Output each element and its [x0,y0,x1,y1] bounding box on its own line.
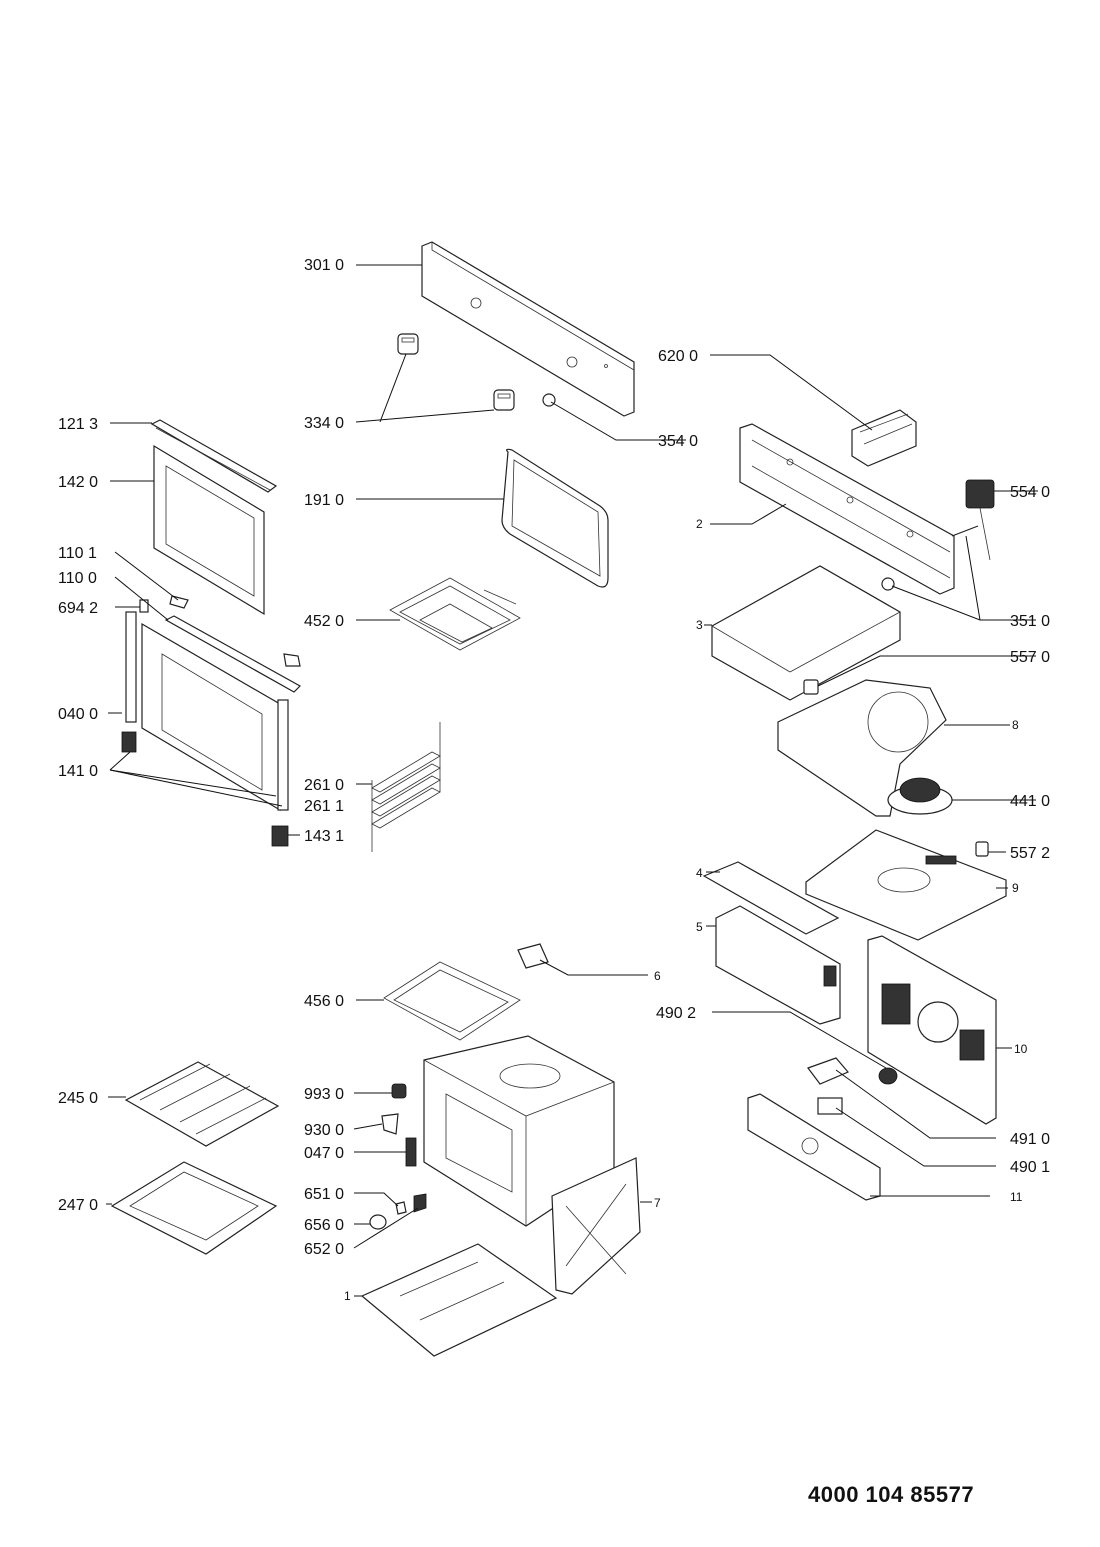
label-047-0: 047 0 [304,1145,344,1162]
label-4: 4 [696,866,703,880]
side-strip-part [702,861,840,935]
oven-door-gasket-part [501,448,609,588]
label-491-0: 491 0 [1010,1131,1050,1148]
switch-knob-part [878,1067,898,1085]
label-652-0: 652 0 [304,1241,344,1258]
thermal-cutout-part [803,679,819,695]
thermostat-part [965,479,995,561]
fan-cover-part [777,679,947,817]
label-8: 8 [1012,718,1019,732]
electronic-board-part [747,1093,881,1201]
shelf-guide-part [371,722,441,852]
label-490-1: 490 1 [1010,1159,1050,1176]
terminal-block-part [851,409,917,467]
label-141-0: 141 0 [58,763,98,780]
outer-door-part [121,611,289,812]
switch-part [817,1097,843,1115]
label-10: 10 [1014,1042,1028,1056]
side-panel-part [551,1157,641,1295]
inner-glass-part [153,444,265,616]
side-plate-part [715,905,841,1025]
fan-motor-part [887,777,953,815]
back-panel-part [867,935,997,1125]
label-3: 3 [696,618,703,632]
label-557-2: 557 2 [1010,845,1050,862]
label-656-0: 656 0 [304,1217,344,1234]
rear-panel-part [805,829,1007,941]
grill-heating-element-part [389,577,521,651]
label-694-2: 694 2 [58,600,98,617]
door-trim-part [150,419,278,493]
label-9: 9 [1012,881,1019,895]
control-panel-part [421,241,635,417]
label-110-0: 110 0 [58,570,97,587]
baking-tray-part [110,1161,278,1255]
door-hinge-part [271,825,289,847]
label-490-2: 490 2 [656,1005,696,1022]
label-620-0: 620 0 [658,348,698,365]
label-557-0: 557 0 [1010,649,1050,666]
label-11: 11 [1010,1190,1023,1204]
document-number: 4000 104 85577 [808,1482,975,1507]
label-191-0: 191 0 [304,492,344,509]
temperature-sensor-part [881,525,979,591]
door-frame-part [139,595,301,693]
label-247-0: 247 0 [58,1197,98,1214]
label-7: 7 [654,1196,661,1210]
wire-rack-part [124,1061,280,1147]
lower-heating-element-part [383,943,549,1041]
label-456-0: 456 0 [304,993,344,1010]
small-parts-group [369,1083,427,1230]
label-441-0: 441 0 [1010,793,1050,810]
label-334-0: 334 0 [304,415,344,432]
top-cover-part [711,565,901,701]
label-261-0: 261 0 [304,777,344,794]
label-143-1: 143 1 [304,828,344,845]
thermal-cutout-part [975,841,989,857]
label-1: 1 [344,1289,351,1303]
label-651-0: 651 0 [304,1186,344,1203]
label-261-1: 261 1 [304,798,344,815]
push-button-part [542,393,556,407]
label-040-0: 040 0 [58,706,98,723]
label-452-0: 452 0 [304,613,344,630]
label-6: 6 [654,969,661,983]
leader-lines [106,264,1038,1297]
bottom-panel-part [360,1243,558,1357]
label-351-0: 351 0 [1010,613,1050,630]
label-930-0: 930 0 [304,1122,344,1139]
label-121-3: 121 3 [58,416,98,433]
label-554-0: 554 0 [1010,484,1050,501]
control-knob-part [397,333,515,411]
label-354-0: 354 0 [658,433,698,450]
oven-cavity-part [423,1035,615,1227]
label-142-0: 142 0 [58,474,98,491]
front-frame-part [739,423,955,595]
label-110-1: 110 1 [58,545,97,562]
label-5: 5 [696,920,703,934]
label-2: 2 [696,517,703,531]
label-301-0: 301 0 [304,257,344,274]
label-993-0: 993 0 [304,1086,344,1103]
selector-switch-part [807,1057,849,1085]
label-245-0: 245 0 [58,1090,98,1107]
